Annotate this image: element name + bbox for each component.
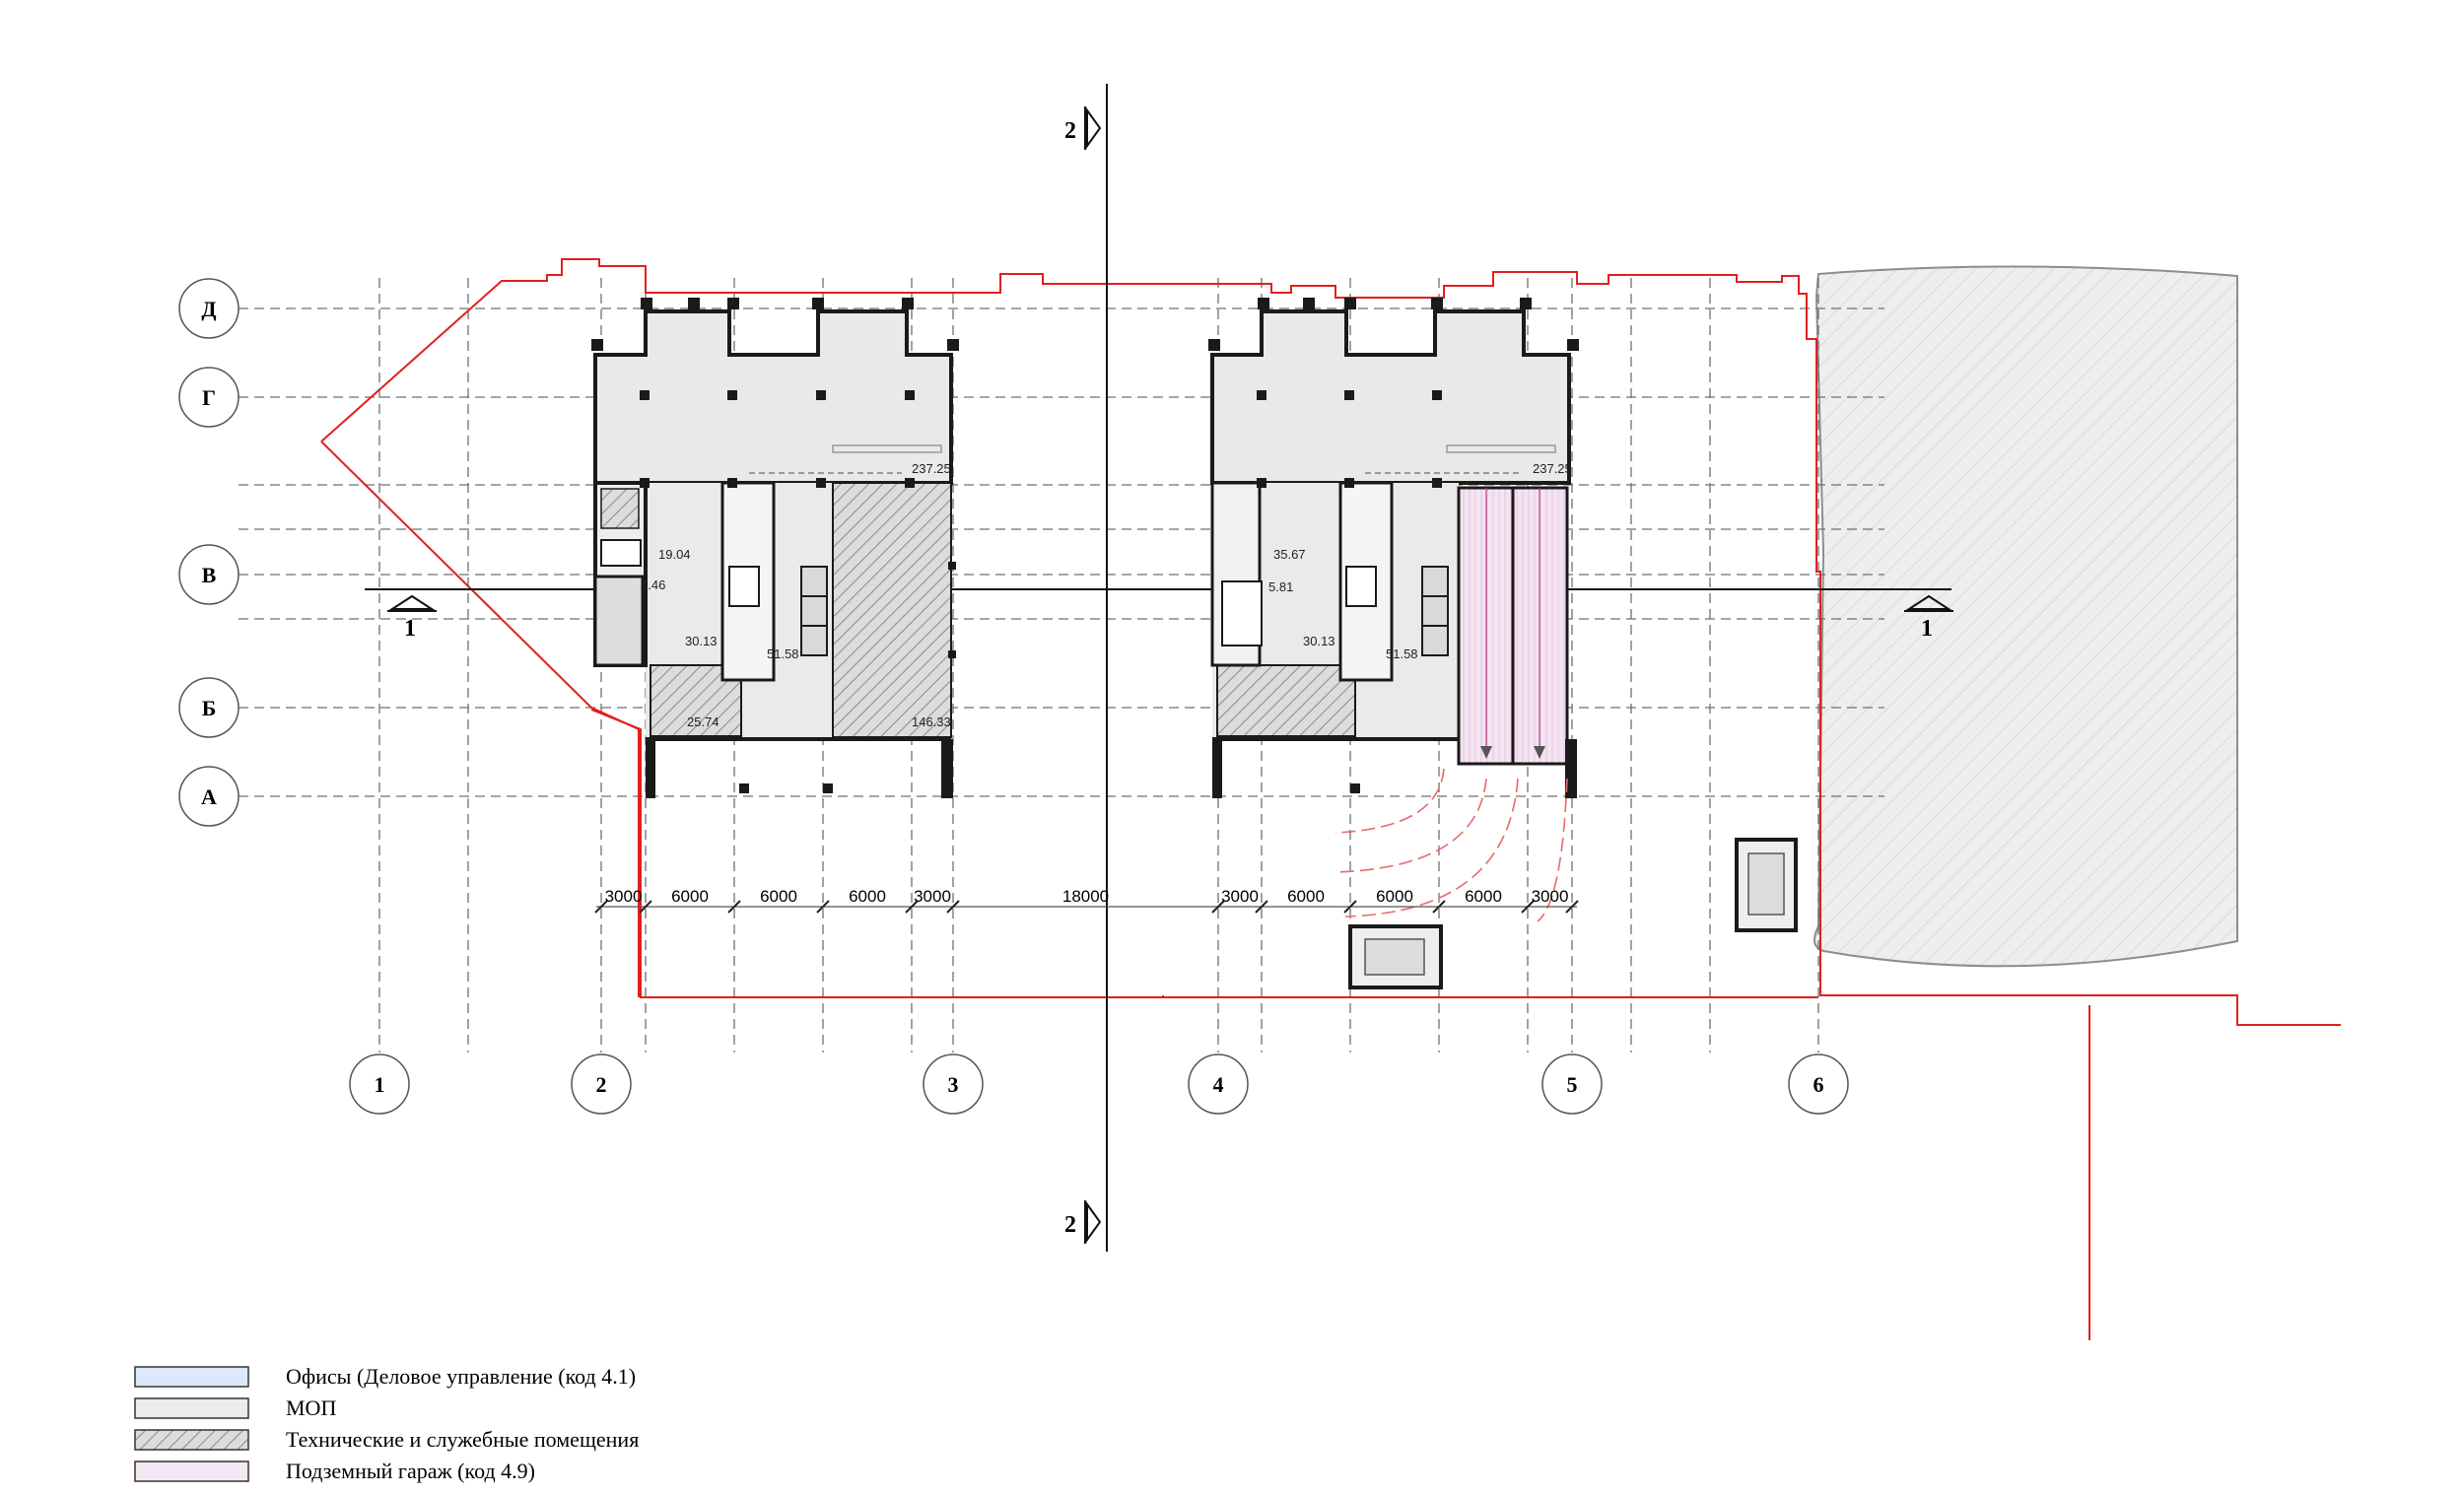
svg-text:1: 1 — [1921, 616, 1933, 642]
dimension-label: 6000 — [1287, 887, 1325, 906]
axis-bubble-row-a: А — [178, 766, 240, 827]
axis-bubble-col-4: 4 — [1188, 1054, 1249, 1115]
axis-label: 3 — [948, 1072, 959, 1097]
axis-bubble-col-5: 5 — [1541, 1054, 1603, 1115]
dimension-tick — [1343, 900, 1357, 914]
mop-zone-right — [1210, 309, 1571, 485]
area-label: 30.13 — [685, 634, 718, 648]
axis-label: Г — [202, 385, 216, 410]
dimension-label: 3000 — [605, 887, 643, 906]
axis-label: Д — [201, 297, 216, 321]
area-label: 237.25 — [1533, 461, 1572, 476]
dimension-tick — [1565, 900, 1579, 914]
dimension-tick — [639, 900, 652, 914]
axis-bubble-row-g: Г — [178, 367, 240, 428]
section-marker-1-left: 1 — [387, 594, 437, 642]
legend-label: Офисы (Деловое управление (код 4.1) — [286, 1364, 636, 1389]
dimension-label: 6000 — [1465, 887, 1502, 906]
dimension-tick — [727, 900, 741, 914]
dimension-tick — [1211, 900, 1225, 914]
axis-bubble-row-v: В — [178, 544, 240, 605]
dimension-label: 3000 — [1221, 887, 1259, 906]
dimension-label: 3000 — [1532, 887, 1569, 906]
site-boundary-left — [320, 441, 640, 997]
legend-item: МОП — [134, 1395, 336, 1420]
axis-bubble-row-d: Д — [178, 278, 240, 339]
dimension-label: 18000 — [1062, 887, 1109, 906]
axis-bubble-col-3: 3 — [923, 1054, 984, 1115]
tech-zone-right — [1216, 664, 1356, 737]
axis-label: Б — [202, 696, 217, 720]
neighbor-building — [1814, 265, 2238, 968]
dimension-label: 6000 — [1376, 887, 1413, 906]
axis-label: В — [202, 563, 217, 587]
svg-text:2: 2 — [1064, 118, 1076, 144]
area-label: 25.74 — [687, 714, 719, 729]
dimension-label: 6000 — [671, 887, 709, 906]
axis-label: А — [201, 784, 217, 809]
area-label: 19.04 — [658, 547, 691, 562]
legend-label: Технические и служебные помещения — [286, 1427, 639, 1452]
axis-label: 4 — [1213, 1072, 1224, 1097]
area-label: 51.58 — [1386, 646, 1418, 661]
area-label: 4.46 — [641, 578, 665, 592]
dimension-label: 6000 — [849, 887, 886, 906]
dimension-tick — [905, 900, 919, 914]
axis-bubble-col-6: 6 — [1788, 1054, 1849, 1115]
dimension-label: 3000 — [914, 887, 951, 906]
svg-text:2: 2 — [1064, 1212, 1076, 1238]
axis-bubble-row-b: Б — [178, 677, 240, 738]
section-marker-2-bottom: 2 — [1064, 1200, 1102, 1244]
area-label: 146.33 — [912, 714, 951, 729]
dimension-tick — [946, 900, 960, 914]
axis-grid — [239, 278, 1884, 1053]
dimension-tick — [1255, 900, 1268, 914]
section-marker-2-top: 2 — [1064, 106, 1102, 150]
axis-bubble-col-2: 2 — [571, 1054, 632, 1115]
axis-label: 2 — [596, 1072, 607, 1097]
tech-zone-left-1 — [832, 482, 952, 738]
legend-swatch — [134, 1366, 249, 1388]
legend-label: МОП — [286, 1395, 336, 1420]
section-marker-1-right: 1 — [1904, 594, 1953, 642]
legend: Офисы (Деловое управление (код 4.1) МОП Те… — [134, 1364, 639, 1483]
building-left — [591, 298, 959, 798]
area-label: 5.81 — [1268, 579, 1293, 594]
area-label: 237.25 — [912, 461, 951, 476]
area-label: 35.67 — [1273, 547, 1306, 562]
area-label: 51.58 — [767, 646, 799, 661]
legend-swatch — [134, 1397, 249, 1419]
legend-swatch — [134, 1461, 249, 1482]
dimension-label: 6000 — [760, 887, 797, 906]
axis-label: 1 — [375, 1072, 385, 1097]
building-right — [1208, 298, 1579, 922]
svg-text:1: 1 — [404, 616, 416, 642]
dimension-tick — [1432, 900, 1446, 914]
legend-item: Офисы (Деловое управление (код 4.1) — [134, 1364, 636, 1389]
legend-label: Подземный гараж (код 4.9) — [286, 1459, 535, 1483]
legend-swatch — [134, 1429, 249, 1451]
axis-label: 6 — [1814, 1072, 1824, 1097]
dimension-tick — [816, 900, 830, 914]
legend-item: Подземный гараж (код 4.9) — [134, 1459, 535, 1483]
legend-item: Технические и служебные помещения — [134, 1427, 639, 1452]
site-boundary — [320, 258, 2341, 1340]
axis-bubble-col-1: 1 — [349, 1054, 410, 1115]
area-label: 30.13 — [1303, 634, 1335, 648]
axis-label: 5 — [1567, 1072, 1578, 1097]
dimension-tick — [1521, 900, 1535, 914]
dimension-tick — [594, 900, 608, 914]
